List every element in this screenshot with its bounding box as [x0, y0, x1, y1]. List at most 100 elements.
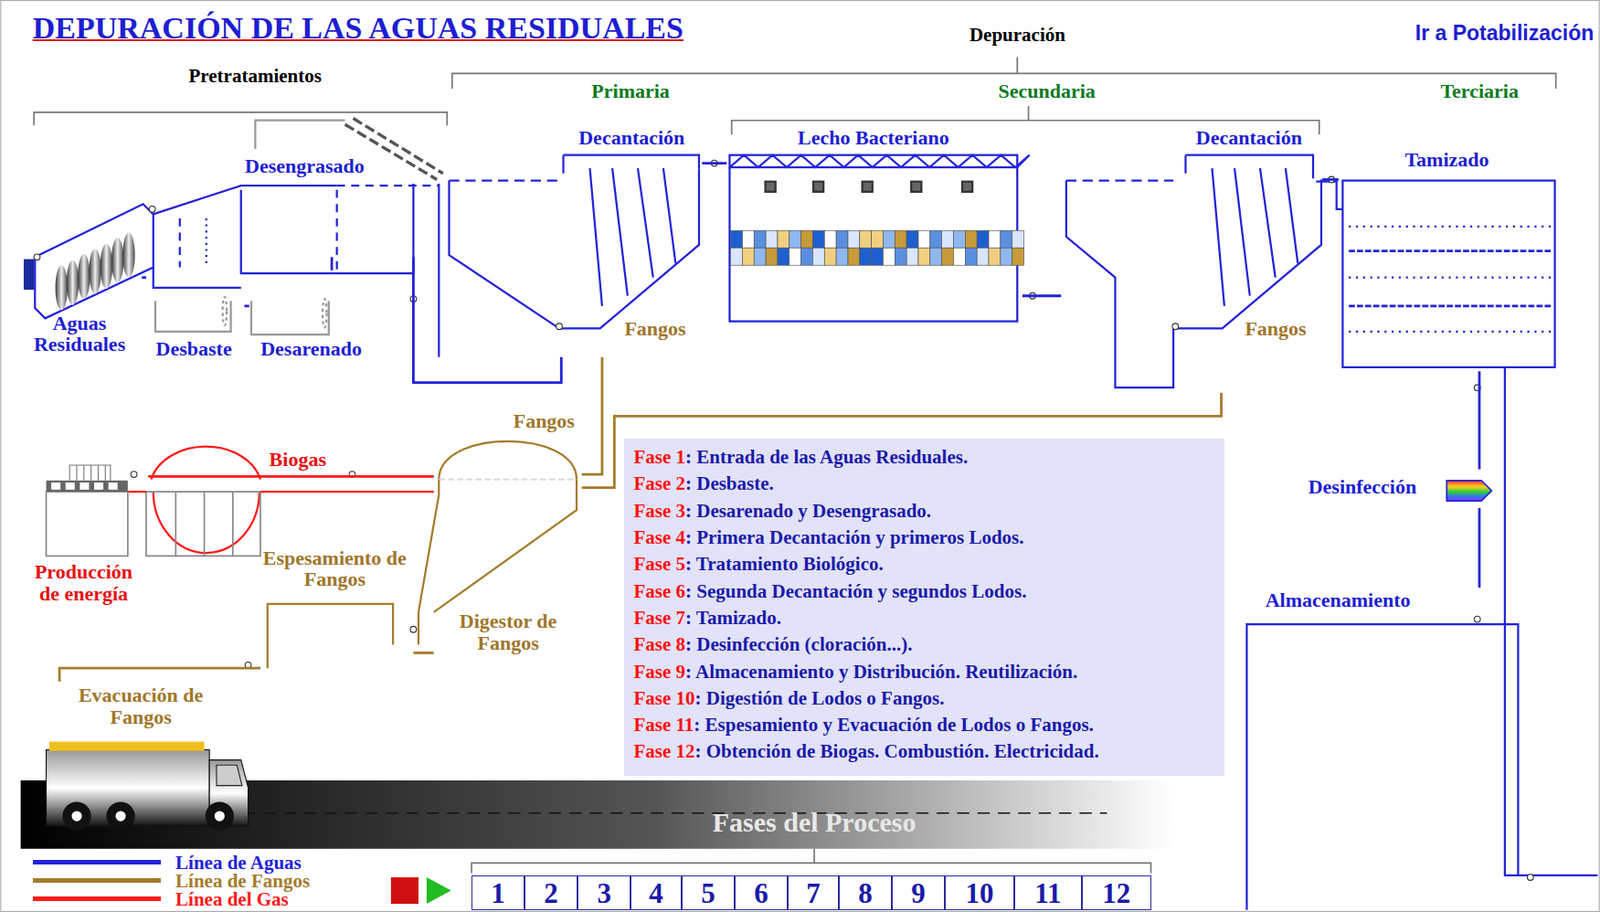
valve-symbol — [410, 625, 417, 633]
pretreatment-channels — [241, 183, 414, 274]
process-stage: Desengrasado — [241, 114, 450, 257]
group-bracket — [33, 57, 1557, 874]
phase-description: : Primera Decantación y primeros Lodos. — [685, 526, 1025, 549]
phase-number: 1 — [490, 879, 506, 908]
pretreatment-channels — [205, 218, 208, 268]
phase-number-box: 9 — [891, 875, 945, 911]
phase-number-box: 11 — [1014, 875, 1082, 911]
sludge-truck — [105, 801, 135, 830]
inlet-screen — [100, 243, 113, 289]
phase-number-box: 7 — [787, 875, 839, 911]
primary-settler — [448, 168, 700, 329]
filter-media-cell — [731, 230, 743, 248]
filter-media-cell — [930, 247, 943, 265]
inlet-screen — [111, 237, 124, 283]
pipe-connector — [582, 357, 603, 475]
phase-line: Fase 10: Digestión de Lodos o Fangos. — [633, 685, 1216, 712]
primary-settler — [438, 155, 700, 358]
inlet-screen — [23, 203, 154, 318]
filter-media-cell — [906, 230, 919, 248]
pipe-connector — [413, 256, 562, 382]
free-label: Ir a Potabilización — [1415, 21, 1595, 45]
screening-tank — [1342, 180, 1555, 368]
phase-number-box: 3 — [577, 875, 631, 911]
process-stage: Decantación — [1060, 122, 1323, 393]
filter-media-cell — [1012, 247, 1025, 265]
stage-label: Desbaste — [145, 338, 243, 361]
pipe-connector — [330, 256, 334, 271]
phase-line: Fase 12: Obtención de Biogas. Combustión… — [633, 738, 1216, 765]
phase-number: 11 — [1034, 879, 1061, 908]
filter-media-cell — [789, 230, 802, 248]
pretreatment-channels — [155, 300, 329, 335]
gas-holder — [146, 491, 261, 556]
stage-label: Desarenado — [248, 338, 374, 361]
filter-media-cell — [731, 247, 743, 265]
player-buttons — [391, 877, 419, 904]
process-stage: Desbaste — [146, 183, 245, 366]
phase-description: : Desarenado y Desengrasado. — [685, 499, 932, 522]
valve-symbol — [1526, 874, 1534, 881]
phase-number: Fase 1 — [633, 445, 686, 468]
screening-tank — [1348, 251, 1551, 307]
legend-swatch — [32, 878, 162, 883]
filter-media-cell — [777, 230, 790, 248]
filter-media-cell — [964, 247, 977, 265]
pretreatment-channels — [153, 117, 444, 335]
filter-media-cell — [953, 247, 966, 265]
phase-number: 2 — [543, 879, 559, 908]
stage-label: Decantación — [1196, 127, 1303, 149]
process-stage: Lecho Bacteriano — [726, 122, 1023, 327]
valve-symbol — [148, 205, 156, 212]
process-stage: Desinfección — [1303, 469, 1498, 509]
sludge-truck — [62, 801, 91, 830]
generator-house — [69, 465, 111, 481]
player-buttons — [391, 877, 452, 904]
pipe-connector — [1322, 178, 1339, 181]
screening-tank — [1246, 624, 1518, 911]
sludge-works — [438, 441, 577, 480]
legend-text: Línea de Aguas — [175, 853, 302, 873]
phase-number: 4 — [648, 879, 664, 908]
filter-media-cell — [942, 230, 954, 248]
filter-media-cell — [976, 230, 989, 248]
filter-media-cell — [930, 230, 943, 248]
generator-house — [108, 482, 118, 490]
filter-media-cell — [988, 247, 1001, 265]
process-stage: Producción de energía — [20, 459, 149, 615]
filter-media-cell — [894, 247, 907, 265]
bacterial-bed — [862, 181, 873, 192]
free-label: Fangos — [513, 410, 575, 433]
generator-house — [65, 482, 75, 490]
phase-number-box: 6 — [734, 875, 788, 911]
sludge-truck — [216, 764, 243, 785]
group-bracket — [33, 112, 447, 127]
phase-number: 7 — [805, 879, 821, 908]
pipe-connector — [243, 305, 249, 308]
phase-description: : Tamizado. — [685, 606, 782, 629]
phase-description: : Digestión de Lodos o Fangos. — [694, 687, 944, 710]
phase-line: Fase 11: Espesamiento y Evacuación de Lo… — [633, 711, 1216, 739]
filter-media-cell — [882, 247, 895, 265]
valve-symbol — [1172, 323, 1179, 330]
sludge-truck — [49, 741, 205, 752]
sludge-truck — [214, 810, 225, 821]
generator-house — [46, 491, 128, 556]
phase-description: : Tratamiento Biológico. — [685, 552, 884, 575]
phase-description: : Entrada de las Aguas Residuales. — [685, 445, 968, 468]
filter-media-cell — [801, 230, 814, 248]
group-bracket — [471, 848, 1151, 874]
process-stage: Digestor de Fangos — [434, 428, 583, 670]
filter-media-cell — [953, 230, 966, 248]
bacterial-bed — [765, 181, 776, 192]
filter-media-cell — [812, 247, 825, 265]
gas-holder — [127, 490, 435, 493]
bacterial-bed — [729, 167, 1018, 322]
sludge-truck — [115, 810, 126, 821]
phase-number: 9 — [911, 879, 926, 908]
filter-media-cell — [1000, 247, 1013, 265]
valve-symbol — [130, 471, 138, 478]
pretreatment-channels — [222, 296, 227, 326]
free-label: Primaria — [591, 80, 670, 103]
secondary-settler — [1175, 179, 1322, 329]
